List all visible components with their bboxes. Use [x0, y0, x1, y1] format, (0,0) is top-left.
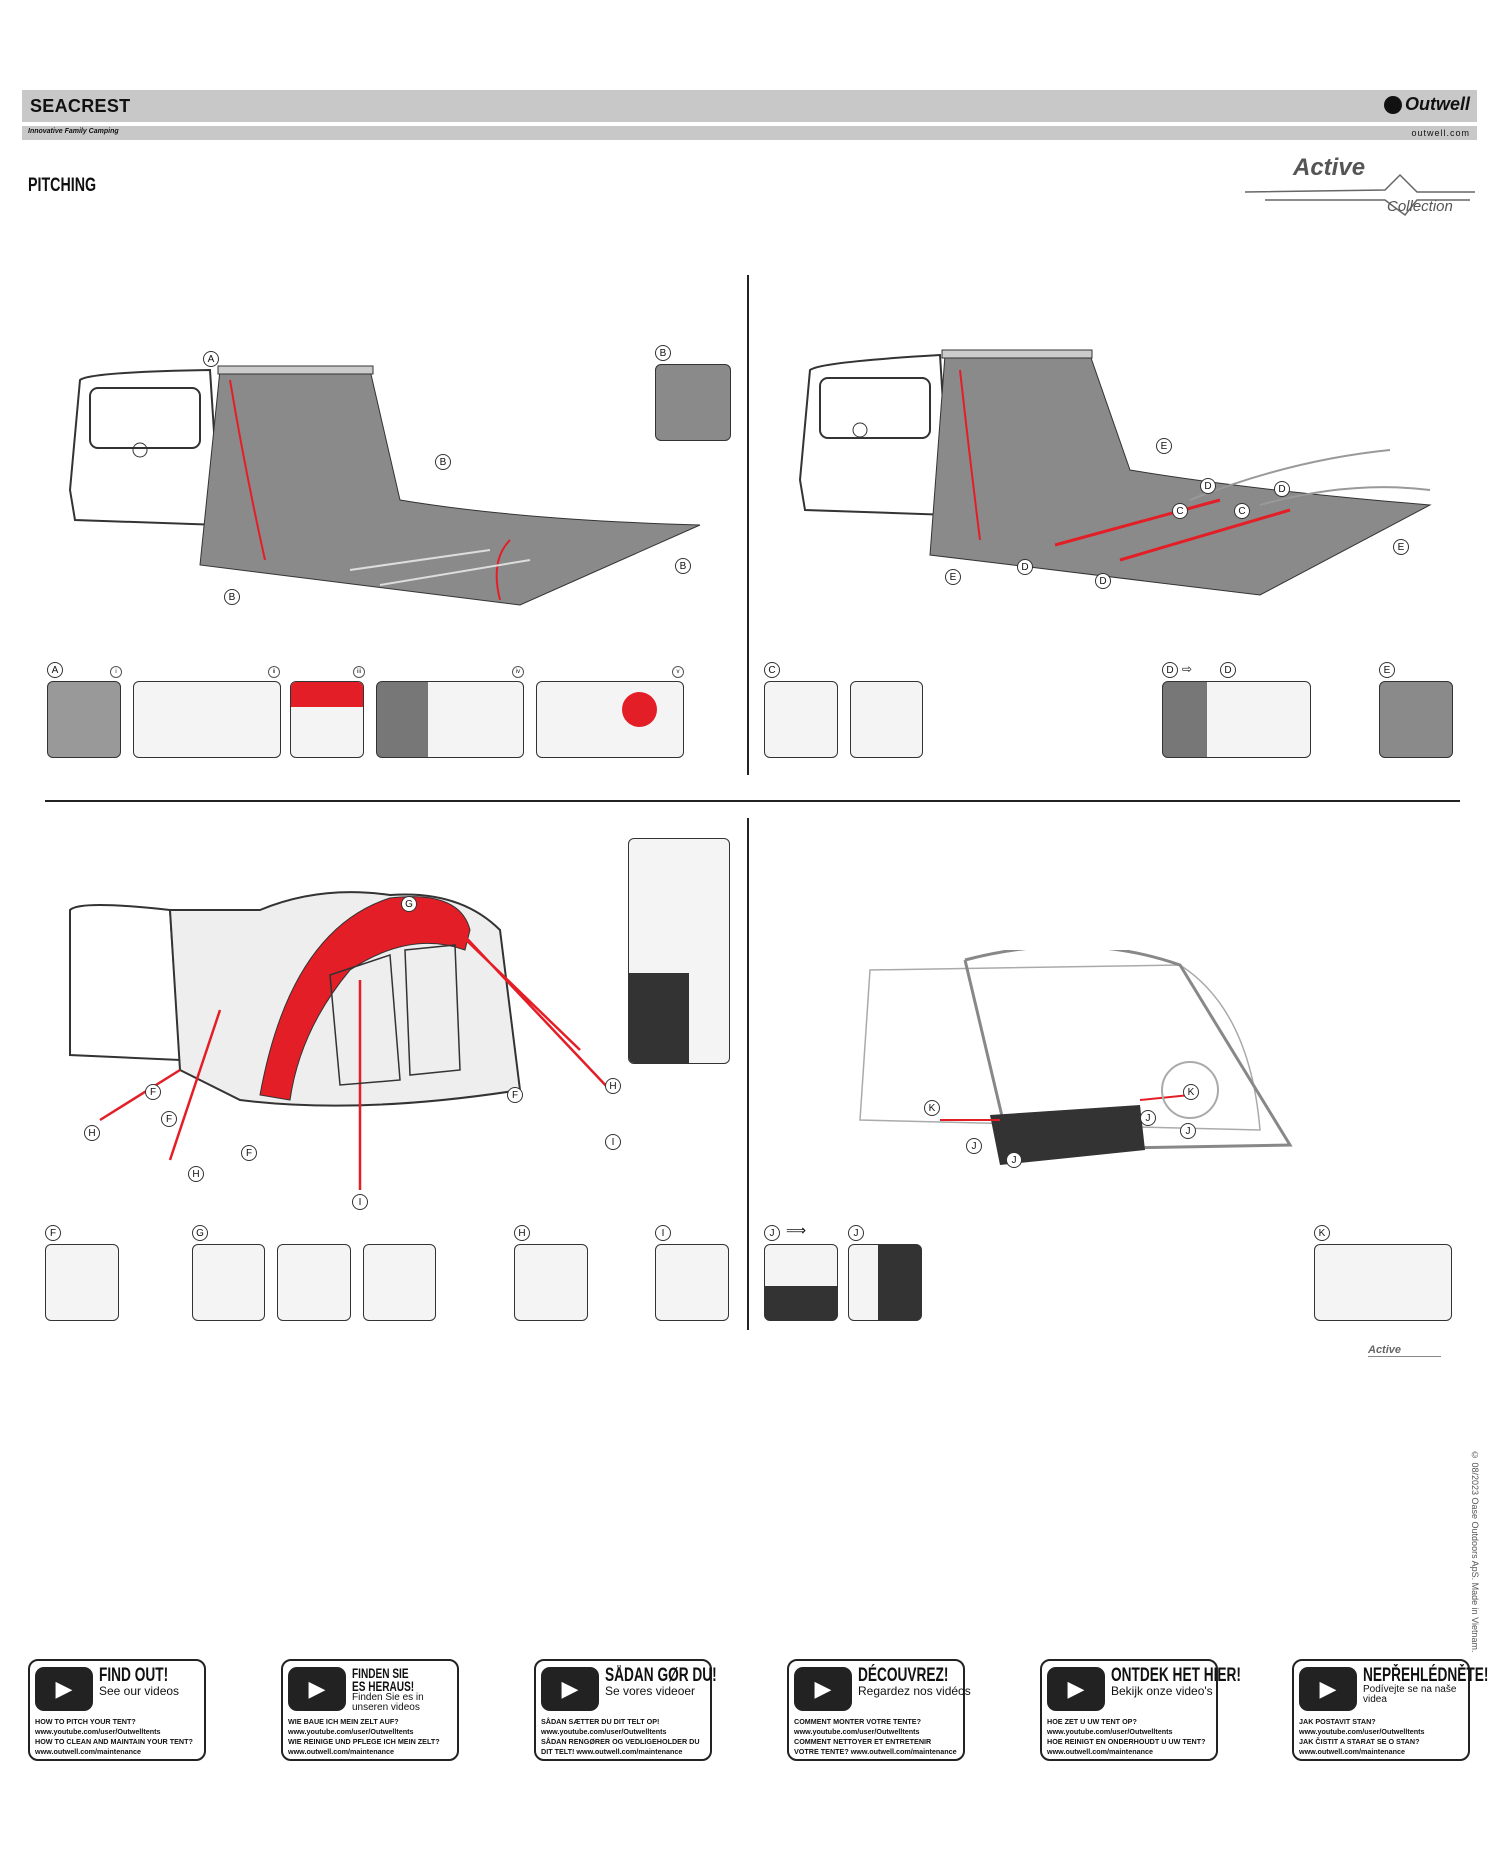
- label-e: E: [1393, 539, 1409, 555]
- thumb-g-1: [192, 1244, 265, 1321]
- active-collection-logo: Active Collection: [1244, 150, 1475, 220]
- label-i: I: [605, 1134, 621, 1150]
- tagline-bar: [22, 126, 1477, 140]
- thumb-a-iv: [376, 681, 524, 758]
- label-d2: D: [1274, 481, 1290, 497]
- label-e: E: [1379, 662, 1395, 678]
- play-icon: ▶: [35, 1667, 93, 1711]
- roman-v: v: [672, 666, 684, 678]
- thumb-f: [45, 1244, 119, 1321]
- label-j2: J: [966, 1138, 982, 1154]
- label-c: C: [764, 662, 780, 678]
- thumb-g-2: [277, 1244, 351, 1321]
- label-c: C: [1172, 503, 1188, 519]
- video-box-cs[interactable]: ▶NEPŘEHLÉDNĚTE!Podívejte se na naše vide…: [1292, 1659, 1488, 1761]
- divider-horizontal: [45, 800, 1460, 802]
- roman-i: i: [110, 666, 122, 678]
- thumb-i: [655, 1244, 729, 1321]
- label-k: K: [1183, 1084, 1199, 1100]
- brand-url: outwell.com: [1411, 128, 1470, 138]
- label-a: A: [203, 351, 219, 367]
- outwell-logo: Outwell: [1383, 94, 1470, 115]
- label-a: A: [47, 662, 63, 678]
- divider-vertical-bottom: [747, 818, 749, 1330]
- step3-tent-guylines-illustration: [69, 891, 611, 1190]
- thumb-a-iii: [290, 681, 364, 758]
- thumb-a: [47, 681, 121, 758]
- video-box-en[interactable]: ▶FIND OUT!See our videos HOW TO PITCH YO…: [28, 1659, 206, 1761]
- video-box-de[interactable]: ▶FINDEN SIE ES HERAUS!Finden Sie es in u…: [281, 1659, 459, 1761]
- thumb-h: [514, 1244, 588, 1321]
- pegs-inset: [628, 838, 730, 1064]
- play-icon: ▶: [794, 1667, 852, 1711]
- thumb-c-2: [850, 681, 923, 758]
- label-j2: J: [848, 1225, 864, 1241]
- label-d1: D: [1162, 662, 1178, 678]
- video-box-nl[interactable]: ▶ONTDEK HET HIER!Bekijk onze video's HOE…: [1040, 1659, 1241, 1761]
- thumb-a-v: [536, 681, 684, 758]
- label-k: K: [1314, 1225, 1330, 1241]
- thumb-j2: [848, 1244, 922, 1321]
- label-i: I: [655, 1225, 671, 1241]
- video-box-da[interactable]: ▶SÅDAN GØR DU!Se vores videoer SÅDAN SÆT…: [534, 1659, 717, 1761]
- thumb-c-1: [764, 681, 838, 758]
- play-icon: ▶: [288, 1667, 346, 1711]
- active-small-logo: Active: [1368, 1344, 1442, 1357]
- product-name: SEACREST: [30, 96, 131, 116]
- outwell-logo-icon: [1383, 95, 1402, 114]
- label-d2: D: [1200, 478, 1216, 494]
- label-e: E: [945, 569, 961, 585]
- label-k: K: [924, 1100, 940, 1116]
- video-box-fr[interactable]: ▶DÉCOUVREZ!Regardez nos vidéos COMMENT M…: [787, 1659, 971, 1761]
- thumb-j1: [764, 1244, 838, 1321]
- arrow-right-icon: ⟹: [786, 1222, 807, 1238]
- thumb-d: [1162, 681, 1311, 758]
- label-i: I: [352, 1194, 368, 1210]
- arrow-right-icon: ⇨: [1182, 662, 1193, 676]
- inset-b: [655, 364, 731, 441]
- label-d1: D: [1095, 573, 1111, 589]
- roman-ii: ii: [268, 666, 280, 678]
- play-icon: ▶: [1299, 1667, 1357, 1711]
- label-f: F: [161, 1111, 177, 1127]
- thumb-g-3: [363, 1244, 436, 1321]
- roman-iii: iii: [353, 666, 365, 678]
- step1-van-groundsheet-illustration: [68, 365, 701, 606]
- divider-vertical-top: [747, 275, 749, 775]
- label-b: B: [675, 558, 691, 574]
- label-j1: J: [1006, 1152, 1022, 1168]
- thumb-a-i-ii: [133, 681, 281, 758]
- play-icon: ▶: [541, 1667, 599, 1711]
- label-d1: D: [1017, 559, 1033, 575]
- label-f: F: [45, 1225, 61, 1241]
- label-b: B: [224, 589, 240, 605]
- thumb-k: [1314, 1244, 1452, 1321]
- label-f: F: [145, 1084, 161, 1100]
- label-h: H: [514, 1225, 530, 1241]
- copyright: © 08/2023 Oase Outdoors ApS. Made in Vie…: [1470, 1450, 1480, 1653]
- label-b: B: [655, 345, 671, 361]
- label-j1: J: [1180, 1123, 1196, 1139]
- label-c: C: [1234, 503, 1250, 519]
- tagline: Innovative Family Camping: [28, 128, 119, 135]
- step4-draught-skirt-illustration: [859, 950, 1293, 1165]
- label-b: B: [435, 454, 451, 470]
- label-j1: J: [764, 1225, 780, 1241]
- label-j2: J: [1140, 1110, 1156, 1126]
- play-icon: ▶: [1047, 1667, 1105, 1711]
- label-g: G: [401, 896, 417, 912]
- label-h: H: [188, 1166, 204, 1182]
- label-h: H: [605, 1078, 621, 1094]
- label-f: F: [241, 1145, 257, 1161]
- step2-van-groundsheet-illustration: [798, 349, 1432, 596]
- header-bar: [22, 90, 1477, 122]
- page-title: PITCHING: [28, 175, 97, 196]
- roman-iv: iv: [512, 666, 524, 678]
- label-e: E: [1156, 438, 1172, 454]
- label-d2: D: [1220, 662, 1236, 678]
- label-g: G: [192, 1225, 208, 1241]
- label-h: H: [84, 1125, 100, 1141]
- thumb-e: [1379, 681, 1453, 758]
- label-f: F: [507, 1087, 523, 1103]
